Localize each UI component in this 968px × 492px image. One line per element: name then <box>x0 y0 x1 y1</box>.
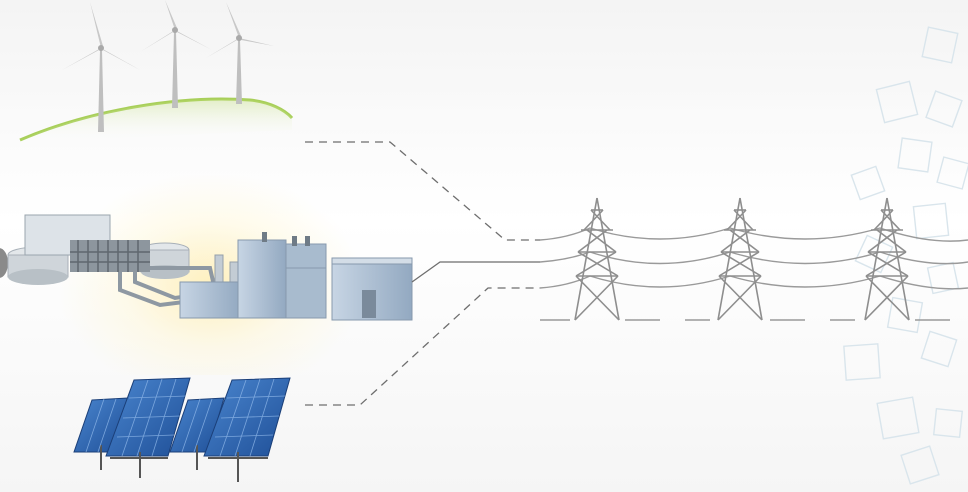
transmission-tower-icon <box>717 197 763 321</box>
solar-farm-icon <box>73 377 291 482</box>
wind-connector <box>305 141 540 241</box>
transmission-tower-icon <box>574 197 620 321</box>
wind-turbine-icon <box>140 0 212 108</box>
solar-panel-icon <box>203 377 291 482</box>
solar-panel-icon <box>105 377 191 478</box>
connector-lines <box>305 141 540 406</box>
background-pattern <box>843 26 968 485</box>
wind-turbine-icon <box>62 2 140 132</box>
transmission-towers <box>574 197 910 321</box>
transmission-tower-icon <box>864 197 910 321</box>
power-plant-icon <box>7 214 413 321</box>
slider-handle[interactable] <box>0 248 8 278</box>
wind-farm-icon <box>19 0 294 142</box>
plant-connector <box>411 261 540 283</box>
solar-connector <box>305 287 540 406</box>
wind-turbine-icon <box>206 2 274 104</box>
